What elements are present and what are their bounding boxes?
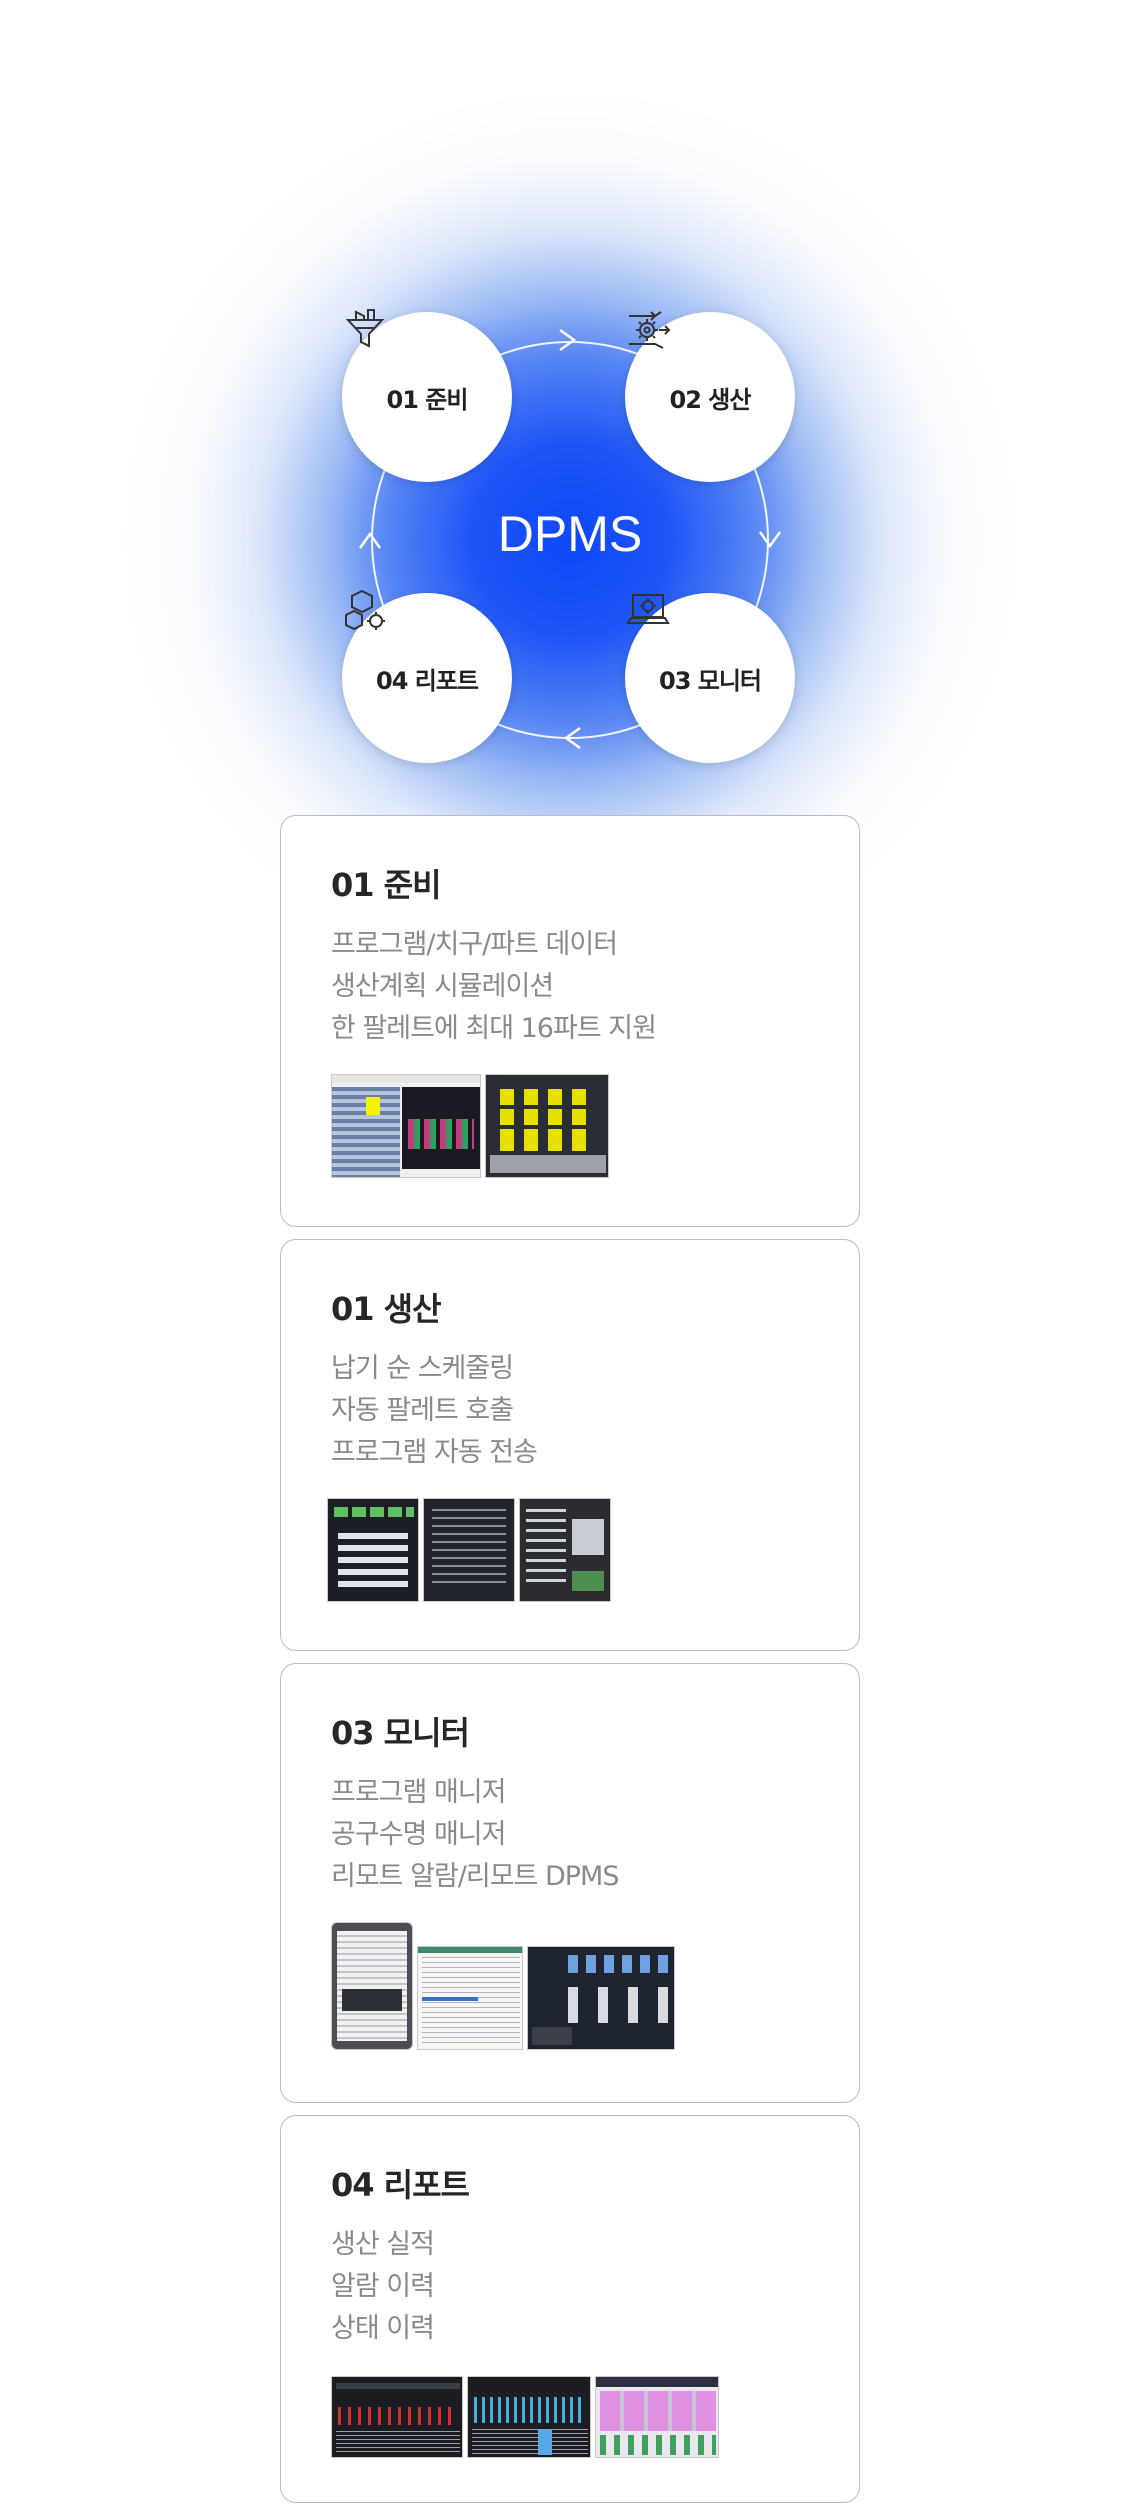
- node-monitor: 03 모니터: [625, 593, 795, 763]
- list-item: 프로그램/치구/파트 데이터: [331, 929, 618, 960]
- arrow-up-icon: [358, 531, 382, 549]
- card-title: 01 준비: [331, 866, 442, 904]
- list-item: 프로그램 자동 전송: [331, 1437, 538, 1468]
- boxes-gear-icon: [345, 589, 385, 631]
- screenshot-thumbnail: [417, 1946, 523, 2050]
- card-monitor: 03 모니터 프로그램 매니저 공구수명 매니저 리모트 알람/리모트 DPMS: [280, 1663, 860, 2103]
- node-label: 01 준비: [386, 385, 469, 414]
- card-title: 04 리포트: [331, 2166, 470, 2204]
- center-title: DPMS: [497, 506, 643, 562]
- list-item: 한 팔레트에 최대 16파트 지원: [331, 1013, 657, 1044]
- screenshot-thumbnail: [485, 1074, 609, 1178]
- list-item: 생산계획 시뮬레이션: [331, 971, 554, 1002]
- list-item: 납기 순 스케줄링: [331, 1353, 514, 1384]
- screenshot-thumbnails: [327, 1498, 611, 1602]
- list-item: 자동 팔레트 호출: [331, 1395, 514, 1426]
- card-title: 03 모니터: [331, 1714, 470, 1752]
- cycle-ring: [358, 328, 782, 750]
- node-label: 03 모니터: [659, 666, 762, 695]
- funnel-icon: [345, 309, 385, 348]
- list-item: 상태 이력: [331, 2313, 435, 2344]
- gear-flow-icon: [629, 311, 671, 349]
- screenshot-thumbnails: [331, 2376, 719, 2458]
- node-label: 04 리포트: [376, 666, 479, 695]
- list-item: 리모트 알람/리모트 DPMS: [331, 1861, 620, 1892]
- screenshot-thumbnail: [331, 1922, 413, 2050]
- list-item: 생산 실적: [331, 2229, 435, 2260]
- card-feature-list: 생산 실적 알람 이력 상태 이력: [331, 2224, 859, 2350]
- list-item: 알람 이력: [331, 2271, 435, 2302]
- screenshot-thumbnails: [331, 1074, 609, 1178]
- card-feature-list: 납기 순 스케줄링 자동 팔레트 호출 프로그램 자동 전송: [331, 1348, 859, 1474]
- list-item: 프로그램 매니저: [331, 1777, 506, 1808]
- laptop-gear-icon: [626, 594, 670, 624]
- arrow-left-icon: [563, 726, 581, 750]
- dpms-cycle-diagram: DPMS 01 준비 02 생산 03 모니터: [0, 0, 1140, 800]
- card-produce: 01 생산 납기 순 스케줄링 자동 팔레트 호출 프로그램 자동 전송: [280, 1239, 860, 1651]
- card-prepare: 01 준비 프로그램/치구/파트 데이터 생산계획 시뮬레이션 한 팔레트에 최…: [280, 815, 860, 1227]
- screenshot-thumbnail: [331, 2376, 463, 2458]
- card-report: 04 리포트 생산 실적 알람 이력 상태 이력: [280, 2115, 860, 2503]
- node-label: 02 생산: [669, 385, 752, 414]
- screenshot-thumbnail: [519, 1498, 611, 1602]
- card-title: 01 생산: [331, 1290, 442, 1328]
- screenshot-thumbnail: [331, 1074, 481, 1178]
- list-item: 공구수명 매니저: [331, 1819, 506, 1850]
- node-prepare: 01 준비: [342, 309, 512, 482]
- node-produce: 02 생산: [625, 311, 795, 482]
- node-report: 04 리포트: [342, 589, 512, 763]
- card-feature-list: 프로그램 매니저 공구수명 매니저 리모트 알람/리모트 DPMS: [331, 1772, 859, 1898]
- arrow-right-icon: [559, 328, 577, 352]
- arrow-down-icon: [758, 531, 782, 549]
- card-feature-list: 프로그램/치구/파트 데이터 생산계획 시뮬레이션 한 팔레트에 최대 16파트…: [331, 924, 859, 1050]
- screenshot-thumbnails: [331, 1922, 675, 2050]
- screenshot-thumbnail: [467, 2376, 591, 2458]
- screenshot-thumbnail: [527, 1946, 675, 2050]
- screenshot-thumbnail: [423, 1498, 515, 1602]
- screenshot-thumbnail: [327, 1498, 419, 1602]
- screenshot-thumbnail: [595, 2376, 719, 2458]
